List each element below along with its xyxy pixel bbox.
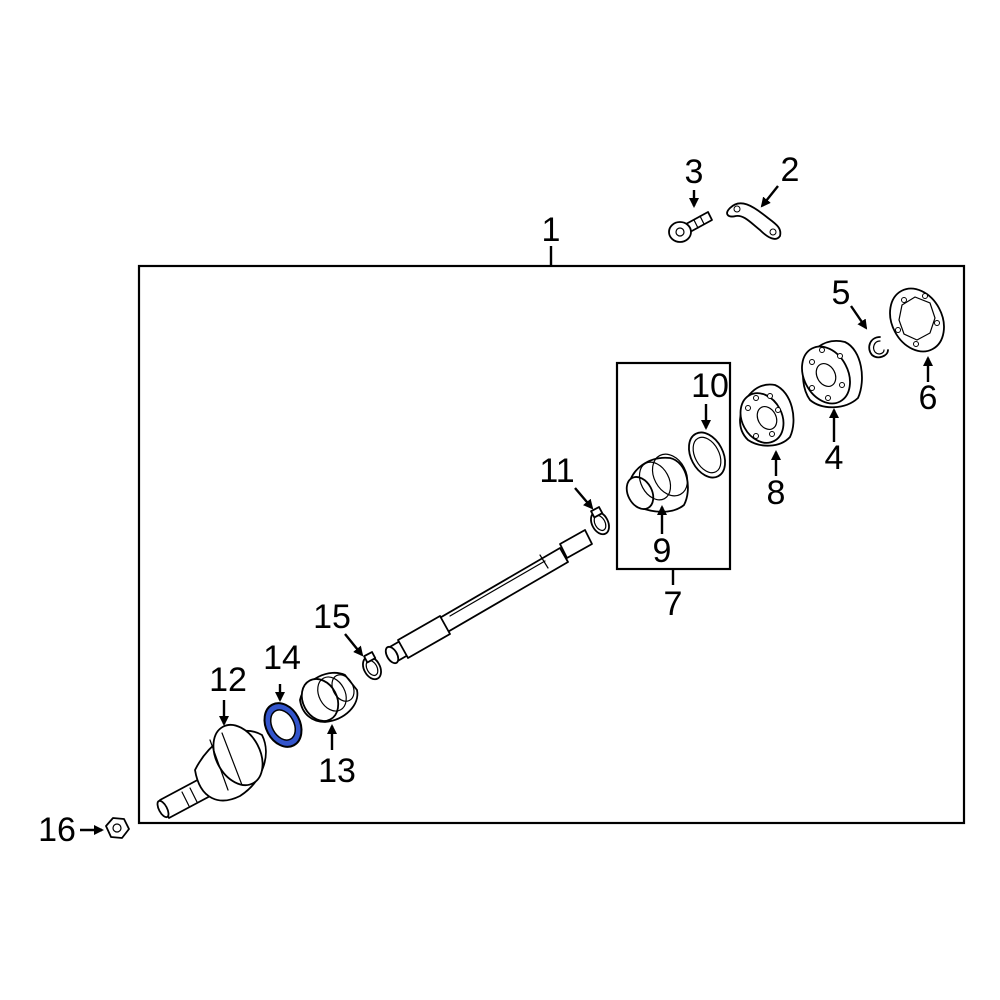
- callout-14: 14: [263, 639, 301, 677]
- callout-12: 12: [209, 661, 247, 699]
- nut-16: [105, 817, 130, 839]
- callout-11: 11: [539, 452, 574, 490]
- callout-4: 4: [825, 439, 844, 477]
- ring-10: [688, 431, 726, 479]
- callout-10: 10: [691, 367, 729, 405]
- arrow-15: [344, 633, 364, 657]
- callout-16: 16: [38, 811, 76, 849]
- callout-13: 13: [318, 752, 356, 790]
- boot-inner-9: [625, 453, 689, 513]
- clamp-15: [362, 651, 382, 681]
- clamp-11: [590, 506, 610, 536]
- bracket-2: [726, 202, 782, 240]
- callout-15: 15: [313, 598, 351, 636]
- callout-5: 5: [832, 274, 851, 312]
- arrow-11: [574, 487, 594, 510]
- callout-8: 8: [767, 474, 786, 512]
- callout-7: 7: [664, 585, 683, 623]
- callout-2: 2: [781, 151, 800, 189]
- boot-outer-13: [299, 671, 359, 723]
- flange-4: [801, 340, 863, 409]
- leader-arrows: [80, 185, 933, 835]
- joint-housing-8: [739, 383, 795, 447]
- snap-ring-5: [868, 336, 889, 359]
- callout-1: 1: [542, 211, 561, 249]
- seal-ring-14: [263, 702, 303, 748]
- axle-shaft: [384, 529, 593, 665]
- callout-6: 6: [919, 379, 938, 417]
- cv-joint-outer-12: [156, 724, 267, 819]
- arrow-2: [760, 185, 779, 208]
- cover-plate-6: [889, 287, 945, 353]
- arrow-5: [850, 305, 868, 330]
- callout-3: 3: [685, 153, 704, 191]
- callout-9: 9: [653, 532, 672, 570]
- bolt-3: [668, 211, 713, 243]
